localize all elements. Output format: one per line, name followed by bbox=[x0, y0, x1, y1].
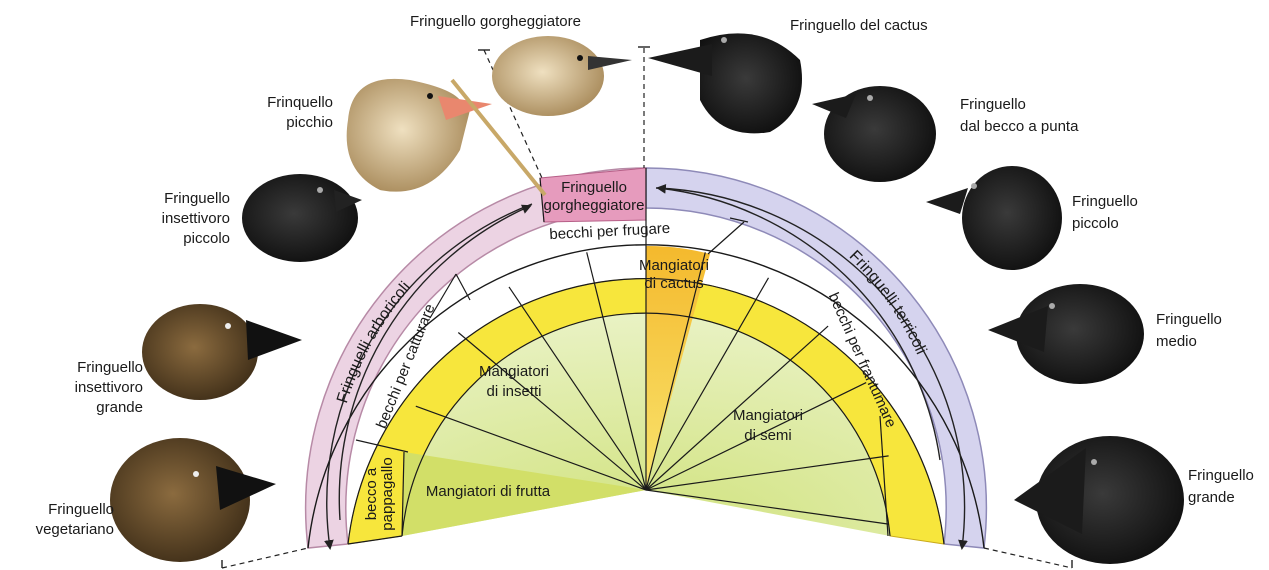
bird-grande-icon bbox=[1014, 436, 1184, 564]
label-pappagallo-1: becco a bbox=[363, 467, 380, 520]
bird-medio-icon bbox=[988, 284, 1144, 384]
label-cactus-eaters-2: di cactus bbox=[644, 275, 703, 292]
label-insettivoro-grande-2: insettivoro bbox=[75, 379, 143, 396]
label-grande-1: Fringuello bbox=[1188, 467, 1254, 484]
bird-insettivoro-grande-icon bbox=[142, 304, 302, 400]
label-insettivoro-piccolo-3: piccolo bbox=[183, 230, 230, 247]
label-piccolo-2: piccolo bbox=[1072, 215, 1119, 232]
bird-vegetariano-icon bbox=[110, 438, 276, 562]
label-frugare: becchi per frugare bbox=[549, 220, 671, 243]
label-grande-2: grande bbox=[1188, 489, 1235, 506]
bird-cactus-icon bbox=[648, 33, 802, 133]
label-insettivoro-piccolo-2: insettivoro bbox=[162, 210, 230, 227]
label-becco-a-punta-2: dal becco a punta bbox=[960, 118, 1079, 135]
label-fruit: Mangiatori di frutta bbox=[426, 483, 551, 500]
label-vegetariano-1: Fringuello bbox=[48, 501, 114, 518]
label-insettivoro-piccolo-1: Fringuello bbox=[164, 190, 230, 207]
bird-becco-a-punta-icon bbox=[812, 86, 936, 182]
label-medio-1: Fringuello bbox=[1156, 311, 1222, 328]
label-picchio-1: Frinquello bbox=[267, 94, 333, 111]
label-insects-1: Mangiatori bbox=[479, 363, 549, 380]
label-pappagallo-2: pappagallo bbox=[379, 457, 396, 530]
label-cactus-eaters-1: Mangiatori bbox=[639, 257, 709, 274]
label-seeds-1: Mangiatori bbox=[733, 407, 803, 424]
label-piccolo-1: Fringuello bbox=[1072, 193, 1138, 210]
label-insettivoro-grande-3: grande bbox=[96, 399, 143, 416]
label-cactus: Fringuello del cactus bbox=[790, 17, 928, 34]
label-gorgheggiatore: Fringuello gorgheggiatore bbox=[410, 13, 581, 30]
label-becco-a-punta-1: Fringuello bbox=[960, 96, 1026, 113]
bird-piccolo-icon bbox=[926, 166, 1062, 270]
label-insects-2: di insetti bbox=[486, 383, 541, 400]
label-seeds-2: di semi bbox=[744, 427, 792, 444]
label-medio-2: medio bbox=[1156, 333, 1197, 350]
bird-insettivoro-piccolo-icon bbox=[242, 174, 362, 262]
top-box-line1: Fringuello bbox=[561, 179, 627, 196]
bird-gorgheggiatore-icon bbox=[492, 36, 632, 116]
label-vegetariano-2: vegetariano bbox=[36, 521, 114, 538]
label-insettivoro-grande-1: Fringuello bbox=[77, 359, 143, 376]
label-picchio-2: picchio bbox=[286, 114, 333, 131]
top-box-line2: gorgheggiatore bbox=[544, 197, 645, 214]
